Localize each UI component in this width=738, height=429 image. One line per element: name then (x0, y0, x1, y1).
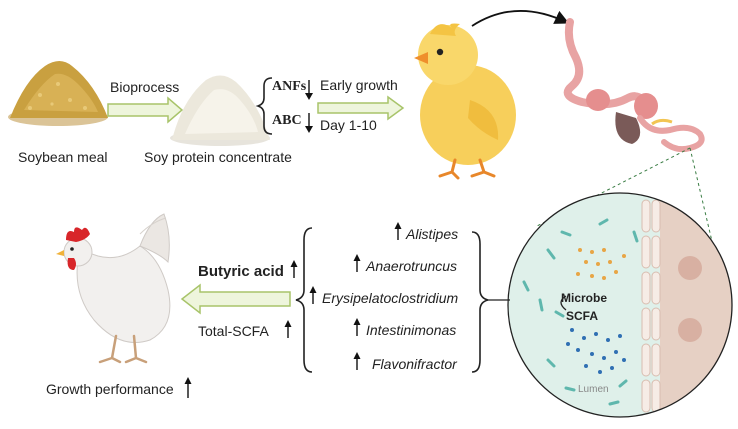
lumen-label: Lumen (578, 384, 609, 395)
zoom-line-top (536, 147, 691, 227)
digestive-tract-illustration (563, 18, 705, 153)
taxon-erysipelatoclostridium: Erysipelatoclostridium (322, 290, 459, 306)
anfs-down-arrow (305, 80, 313, 100)
bioprocess-arrow (107, 96, 184, 124)
taxon-flavonifractor: Flavonifractor (372, 356, 457, 372)
soy-protein-concentrate-pile (170, 75, 270, 146)
taxon-intestinimonas: Intestinimonas (366, 322, 457, 338)
day-range-label: Day 1-10 (320, 117, 377, 133)
soy-protein-concentrate-label: Soy protein concentrate (144, 149, 292, 165)
outcome-up-arrows (184, 260, 298, 398)
early-growth-label: Early growth (320, 77, 398, 93)
hen-illustration (56, 213, 171, 364)
scfa-lumen-label: SCFA (566, 309, 599, 323)
butyric-acid-label: Butyric acid (198, 263, 284, 280)
abc-label: ABC (272, 113, 302, 128)
taxa-right-bracket (471, 231, 489, 373)
soybean-meal-label: Soybean meal (18, 149, 108, 165)
chick-illustration (414, 23, 516, 180)
anfs-label: ANFs (272, 79, 307, 94)
microbe-label: Microbe (561, 291, 608, 305)
scfa-to-hen-arrow (180, 283, 291, 315)
growth-performance-label: Growth performance (46, 381, 174, 397)
lumen-magnified-view (507, 192, 733, 418)
early-growth-arrow (317, 95, 405, 121)
abc-down-arrow (305, 113, 313, 133)
taxa-left-brace (295, 227, 313, 373)
taxa-up-arrows (309, 222, 402, 370)
total-scfa-label: Total-SCFA (198, 323, 269, 339)
taxon-anaerotruncus: Anaerotruncus (366, 258, 458, 274)
bioprocess-label: Bioprocess (110, 79, 180, 95)
soybean-meal-pile (8, 61, 108, 126)
taxon-alistipes: Alistipes (406, 226, 459, 242)
chick-to-gut-arrow (471, 10, 570, 27)
anfs-abc-brace (255, 77, 273, 135)
